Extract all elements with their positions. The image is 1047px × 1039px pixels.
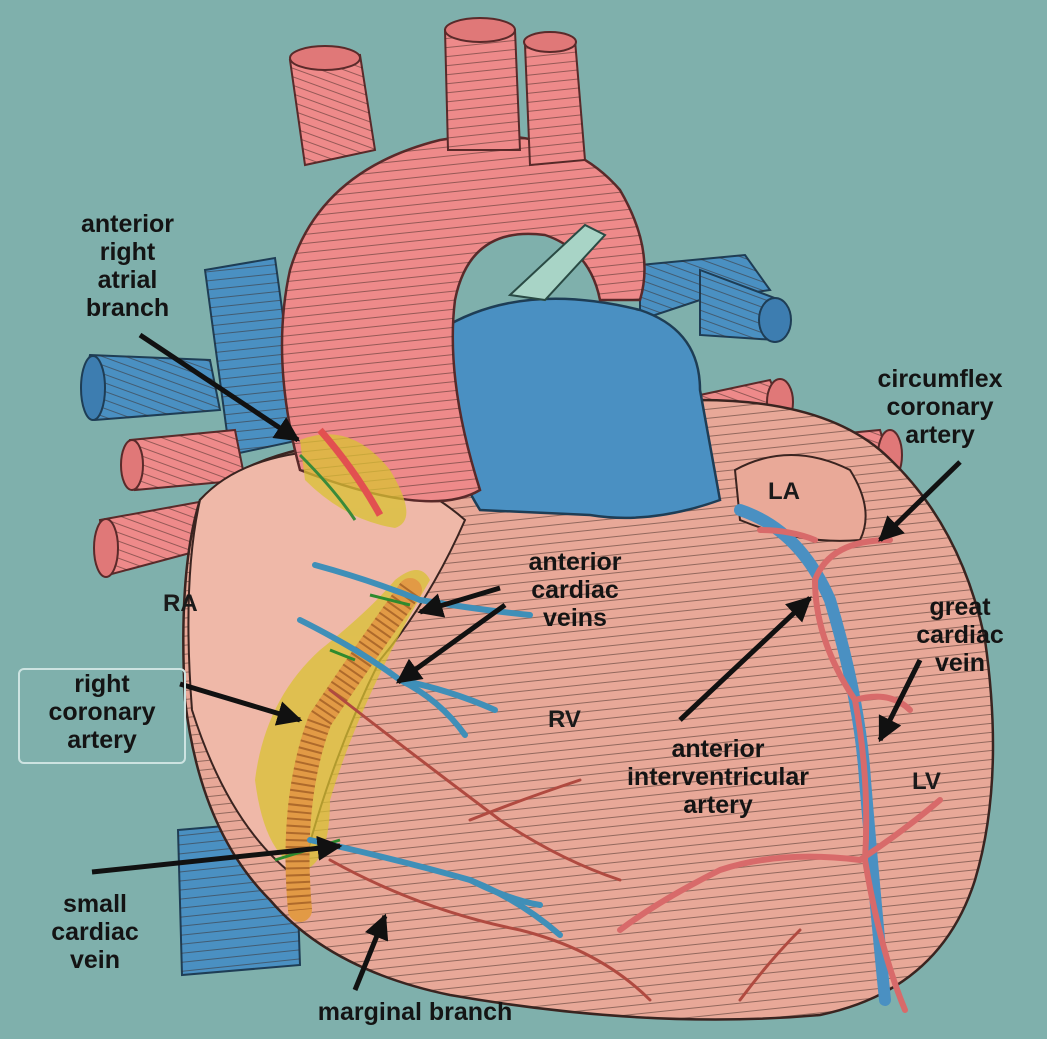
arrow-right-coronary-artery bbox=[179, 681, 303, 726]
chamber-label-rv: RV bbox=[548, 706, 581, 733]
label-circumflex-coronary-artery: circumflex coronary artery bbox=[877, 365, 1003, 449]
label-great-cardiac-vein: great cardiac vein bbox=[916, 593, 1004, 677]
label-marginal-branch: marginal branch bbox=[317, 998, 513, 1026]
arrow-small-cardiac-vein bbox=[91, 835, 343, 875]
anterior-interventricular-artery bbox=[617, 527, 943, 1013]
arrow-circumflex bbox=[878, 460, 962, 542]
label-anterior-right-atrial-branch: anterior right atrial branch bbox=[80, 210, 175, 322]
arrow-anterior-cardiac-veins-1 bbox=[417, 585, 501, 618]
arrow-great-cardiac-vein bbox=[877, 658, 923, 743]
label-anterior-interventricular-artery: anterior interventricular artery bbox=[626, 735, 809, 819]
arrow-marginal-branch bbox=[352, 913, 389, 991]
right-coronary-artery-highlight-box bbox=[18, 668, 186, 764]
arrow-anterior-cardiac-veins-2 bbox=[395, 602, 507, 685]
coronary-branches bbox=[328, 688, 802, 1002]
aorta bbox=[280, 17, 646, 503]
chamber-label-lv: LV bbox=[912, 768, 941, 795]
label-right-coronary-artery: right coronary artery bbox=[48, 670, 156, 754]
superior-vena-cava bbox=[80, 256, 302, 457]
label-small-cardiac-vein: small cardiac vein bbox=[51, 890, 139, 974]
arrow-anterior-right-atrial-branch bbox=[138, 332, 301, 443]
label-anterior-cardiac-veins: anterior cardiac veins bbox=[528, 548, 622, 632]
right-coronary-artery bbox=[285, 427, 422, 922]
chamber-label-la: LA bbox=[768, 478, 800, 505]
arrow-interventricular bbox=[678, 596, 812, 722]
label-arrows bbox=[91, 332, 962, 991]
chamber-label-ra: RA bbox=[163, 590, 198, 617]
pulmonary-trunk bbox=[437, 297, 722, 520]
